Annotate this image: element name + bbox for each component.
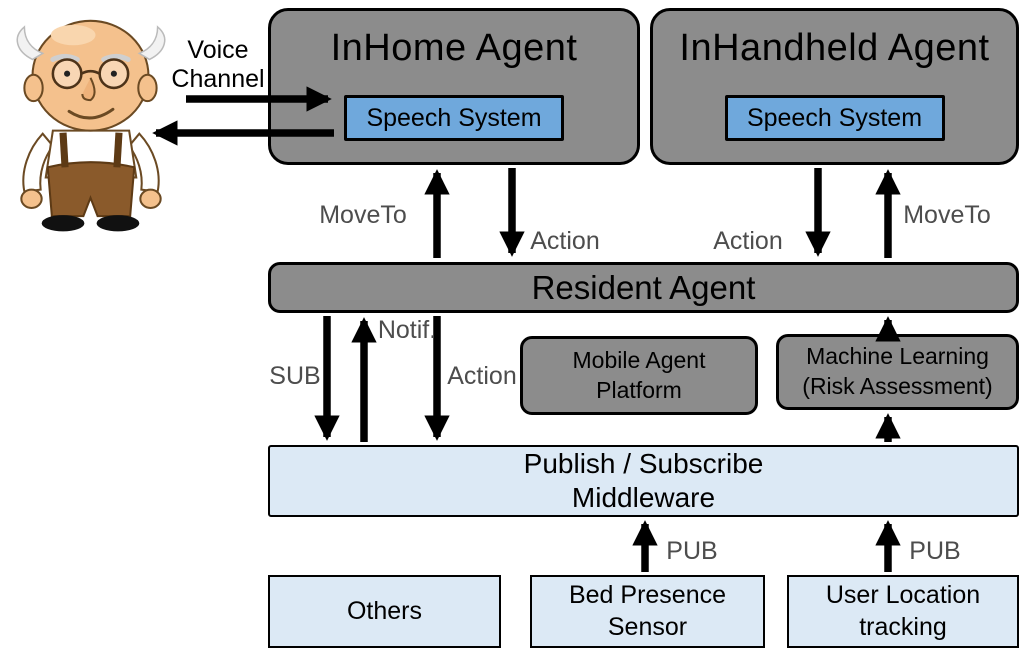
inhandheld-speech-system: Speech System (724, 95, 945, 141)
inhandheld-agent-title: InHandheld Agent (679, 27, 990, 69)
node-inhandheld-agent: InHandheld Agent Speech System (650, 8, 1019, 165)
inhome-agent-title: InHome Agent (330, 27, 578, 69)
edge-label-action-mid: Action (447, 362, 517, 390)
edge-label-moveto-left: MoveTo (319, 201, 407, 229)
inhome-speech-system: Speech System (344, 95, 564, 141)
edge-label-sub: SUB (269, 362, 321, 390)
node-others: Others (268, 575, 501, 648)
edge-label-voice-channel: Voice Channel (171, 36, 265, 93)
node-resident-agent: Resident Agent (268, 262, 1019, 313)
node-bed-presence-sensor: Bed Presence Sensor (530, 575, 765, 648)
elderly-user-illustration (2, 6, 180, 236)
edge-label-pub-right: PUB (909, 537, 961, 565)
elderly-user-icon (16, 19, 166, 232)
node-publish-subscribe-middleware: Publish / Subscribe Middleware (268, 445, 1019, 517)
node-machine-learning: Machine Learning (Risk Assessment) (776, 334, 1019, 410)
edge-label-action-right: Action (713, 227, 783, 255)
node-inhome-agent: InHome Agent Speech System (268, 8, 640, 165)
edge-label-moveto-right: MoveTo (903, 201, 991, 229)
edge-label-action-left: Action (530, 227, 600, 255)
node-mobile-agent-platform: Mobile Agent Platform (520, 336, 758, 415)
node-user-location-tracking: User Location tracking (787, 575, 1019, 648)
edge-label-notif: Notif. (377, 316, 437, 344)
edge-label-pub-left: PUB (666, 537, 718, 565)
